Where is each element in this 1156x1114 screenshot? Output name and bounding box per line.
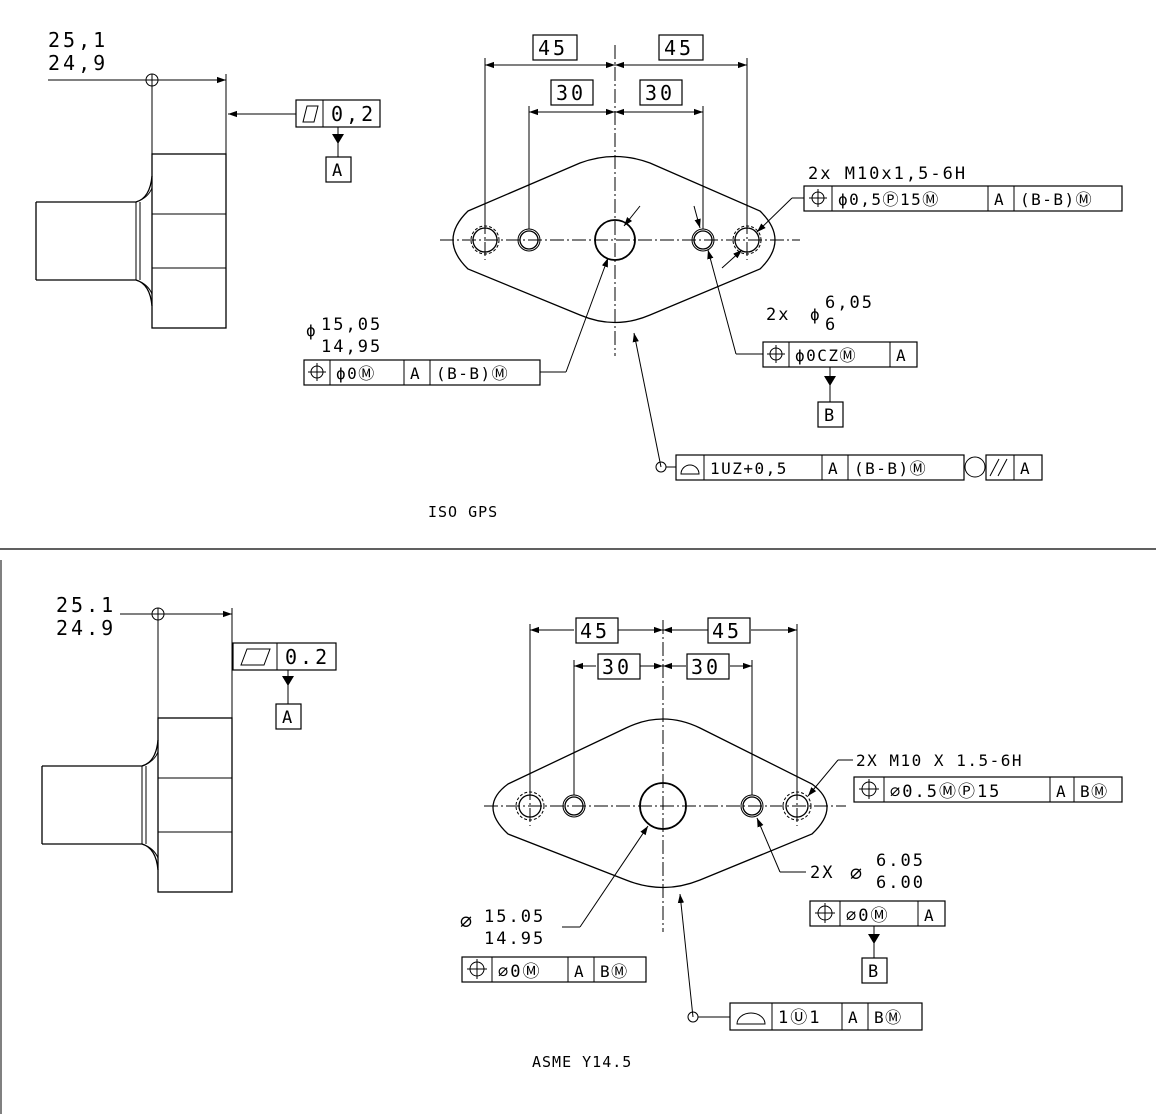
asme-section: 25.1 24.9 0.2 A <box>41 593 1123 1071</box>
asme-dim-30-left: 30 <box>602 655 632 679</box>
iso-bore-dia-symbol: ϕ <box>306 321 317 340</box>
asme-hole-fcf-value: ∅0Ⓜ <box>846 906 889 926</box>
asme-thickness-lower: 24.9 <box>56 616 116 640</box>
asme-bore-fcf-datum1: A <box>574 962 585 981</box>
iso-thickness-lower: 24,9 <box>48 51 108 75</box>
iso-hole-fcf-value: ϕ0CZⓂ <box>795 346 857 365</box>
asme-profile-icon <box>736 1012 766 1025</box>
asme-bore-fcf-value: ∅0Ⓜ <box>498 962 541 982</box>
asme-profile-fcf: 1Ⓤ1 A BⓂ <box>729 1002 923 1031</box>
asme-dim-30-right: 30 <box>691 655 721 679</box>
iso-thread-fcf: ϕ0,5Ⓟ15Ⓜ A (B-B)Ⓜ <box>803 185 1123 212</box>
iso-hole-lower: 6 <box>825 315 837 335</box>
iso-dim-30-left: 30 <box>556 81 586 105</box>
asme-dim-45-right: 45 <box>712 619 742 643</box>
iso-datum-b-label: B <box>824 406 836 426</box>
iso-parallel-datum: A <box>1020 459 1031 478</box>
iso-bore-fcf-datum2: (B-B)Ⓜ <box>436 364 509 383</box>
asme-flatness-icon <box>240 648 271 666</box>
iso-profile-icon <box>680 464 700 475</box>
asme-plan-view: 45 45 30 30 2X M10 X 1.5-6H ∅ <box>460 617 1123 1071</box>
iso-hole-dia-symbol: ϕ <box>810 305 821 324</box>
asme-hole-dia-symbol: ∅ <box>850 861 865 885</box>
asme-hole-fcf-datum: A <box>924 906 935 925</box>
iso-parallel-fcf: A <box>985 454 1043 481</box>
asme-profile-datum2: BⓂ <box>874 1008 903 1027</box>
asme-bore-fcf-datum2: BⓂ <box>600 962 629 981</box>
asme-thread-fcf-value: ∅0.5ⓂⓅ15 <box>890 782 1001 802</box>
asme-hole-count: 2X <box>810 863 834 883</box>
iso-thread-fcf-value: ϕ0,5Ⓟ15Ⓜ <box>838 190 940 209</box>
iso-datum-a-label: A <box>332 161 344 181</box>
iso-hole-fcf-datum: A <box>896 346 907 365</box>
iso-plan-view: 45 45 30 30 2x M10x1,5-6H <box>303 34 1123 521</box>
asme-bore-upper: 15.05 <box>484 907 545 927</box>
iso-thread-fcf-datum1: A <box>994 190 1005 209</box>
iso-profile-datum1: A <box>828 459 839 478</box>
asme-thread-fcf-datum2: BⓂ <box>1080 782 1109 801</box>
iso-parallel-icon <box>989 458 1000 477</box>
iso-section: 25,1 24,9 0,2 A <box>35 28 1123 521</box>
iso-thread-fcf-datum2: (B-B)Ⓜ <box>1020 190 1093 209</box>
iso-flatness-icon <box>302 105 319 123</box>
iso-flatness-value: 0,2 <box>331 102 376 126</box>
asme-profile-datum1: A <box>848 1008 859 1027</box>
iso-thickness-upper: 25,1 <box>48 28 108 52</box>
asme-flatness-fcf: 0.2 <box>232 642 337 671</box>
iso-bore-fcf-value: ϕ0Ⓜ <box>336 364 376 383</box>
asme-dim-45-left: 45 <box>580 619 610 643</box>
iso-hole-upper: 6,05 <box>825 293 874 313</box>
iso-hole-fcf: ϕ0CZⓂ A <box>762 341 918 368</box>
asme-datum-b-label: B <box>868 962 880 982</box>
asme-side-view: 25.1 24.9 0.2 A <box>41 593 337 893</box>
iso-dim-45-right: 45 <box>664 36 694 60</box>
asme-bore-lower: 14.95 <box>484 929 545 949</box>
iso-dim-45-left: 45 <box>538 36 568 60</box>
asme-bore-fcf: ∅0Ⓜ A BⓂ <box>461 956 647 983</box>
iso-profile-datum2: (B-B)Ⓜ <box>854 459 927 478</box>
iso-profile-value: 1UZ+0,5 <box>710 459 788 478</box>
iso-thread-callout: 2x M10x1,5-6H <box>808 164 967 184</box>
asme-hole-upper: 6.05 <box>876 851 925 871</box>
asme-profile-value: 1Ⓤ1 <box>778 1008 821 1028</box>
iso-bore-lower: 14,95 <box>321 337 382 357</box>
iso-side-view: 25,1 24,9 0,2 A <box>35 28 381 329</box>
iso-dim-30-right: 30 <box>645 81 675 105</box>
iso-bore-upper: 15,05 <box>321 315 382 335</box>
iso-bore-fcf: ϕ0Ⓜ A (B-B)Ⓜ <box>303 359 541 386</box>
asme-thread-fcf: ∅0.5ⓂⓅ15 A BⓂ <box>853 776 1123 803</box>
asme-thickness-upper: 25.1 <box>56 593 116 617</box>
iso-profile-fcf: 1UZ+0,5 A (B-B)Ⓜ <box>675 454 965 481</box>
asme-thread-fcf-datum1: A <box>1056 782 1067 801</box>
asme-hole-lower: 6.00 <box>876 873 925 893</box>
asme-bore-dia-symbol: ∅ <box>460 909 475 933</box>
asme-flatness-value: 0.2 <box>285 645 330 669</box>
iso-caption: ISO GPS <box>428 503 498 521</box>
asme-datum-a-label: A <box>282 708 294 728</box>
iso-hole-count: 2x <box>766 305 790 325</box>
asme-caption: ASME Y14.5 <box>532 1053 632 1071</box>
asme-hole-fcf: ∅0Ⓜ A <box>809 900 946 927</box>
iso-bore-fcf-datum1: A <box>410 364 421 383</box>
asme-thread-callout: 2X M10 X 1.5-6H <box>856 751 1023 770</box>
